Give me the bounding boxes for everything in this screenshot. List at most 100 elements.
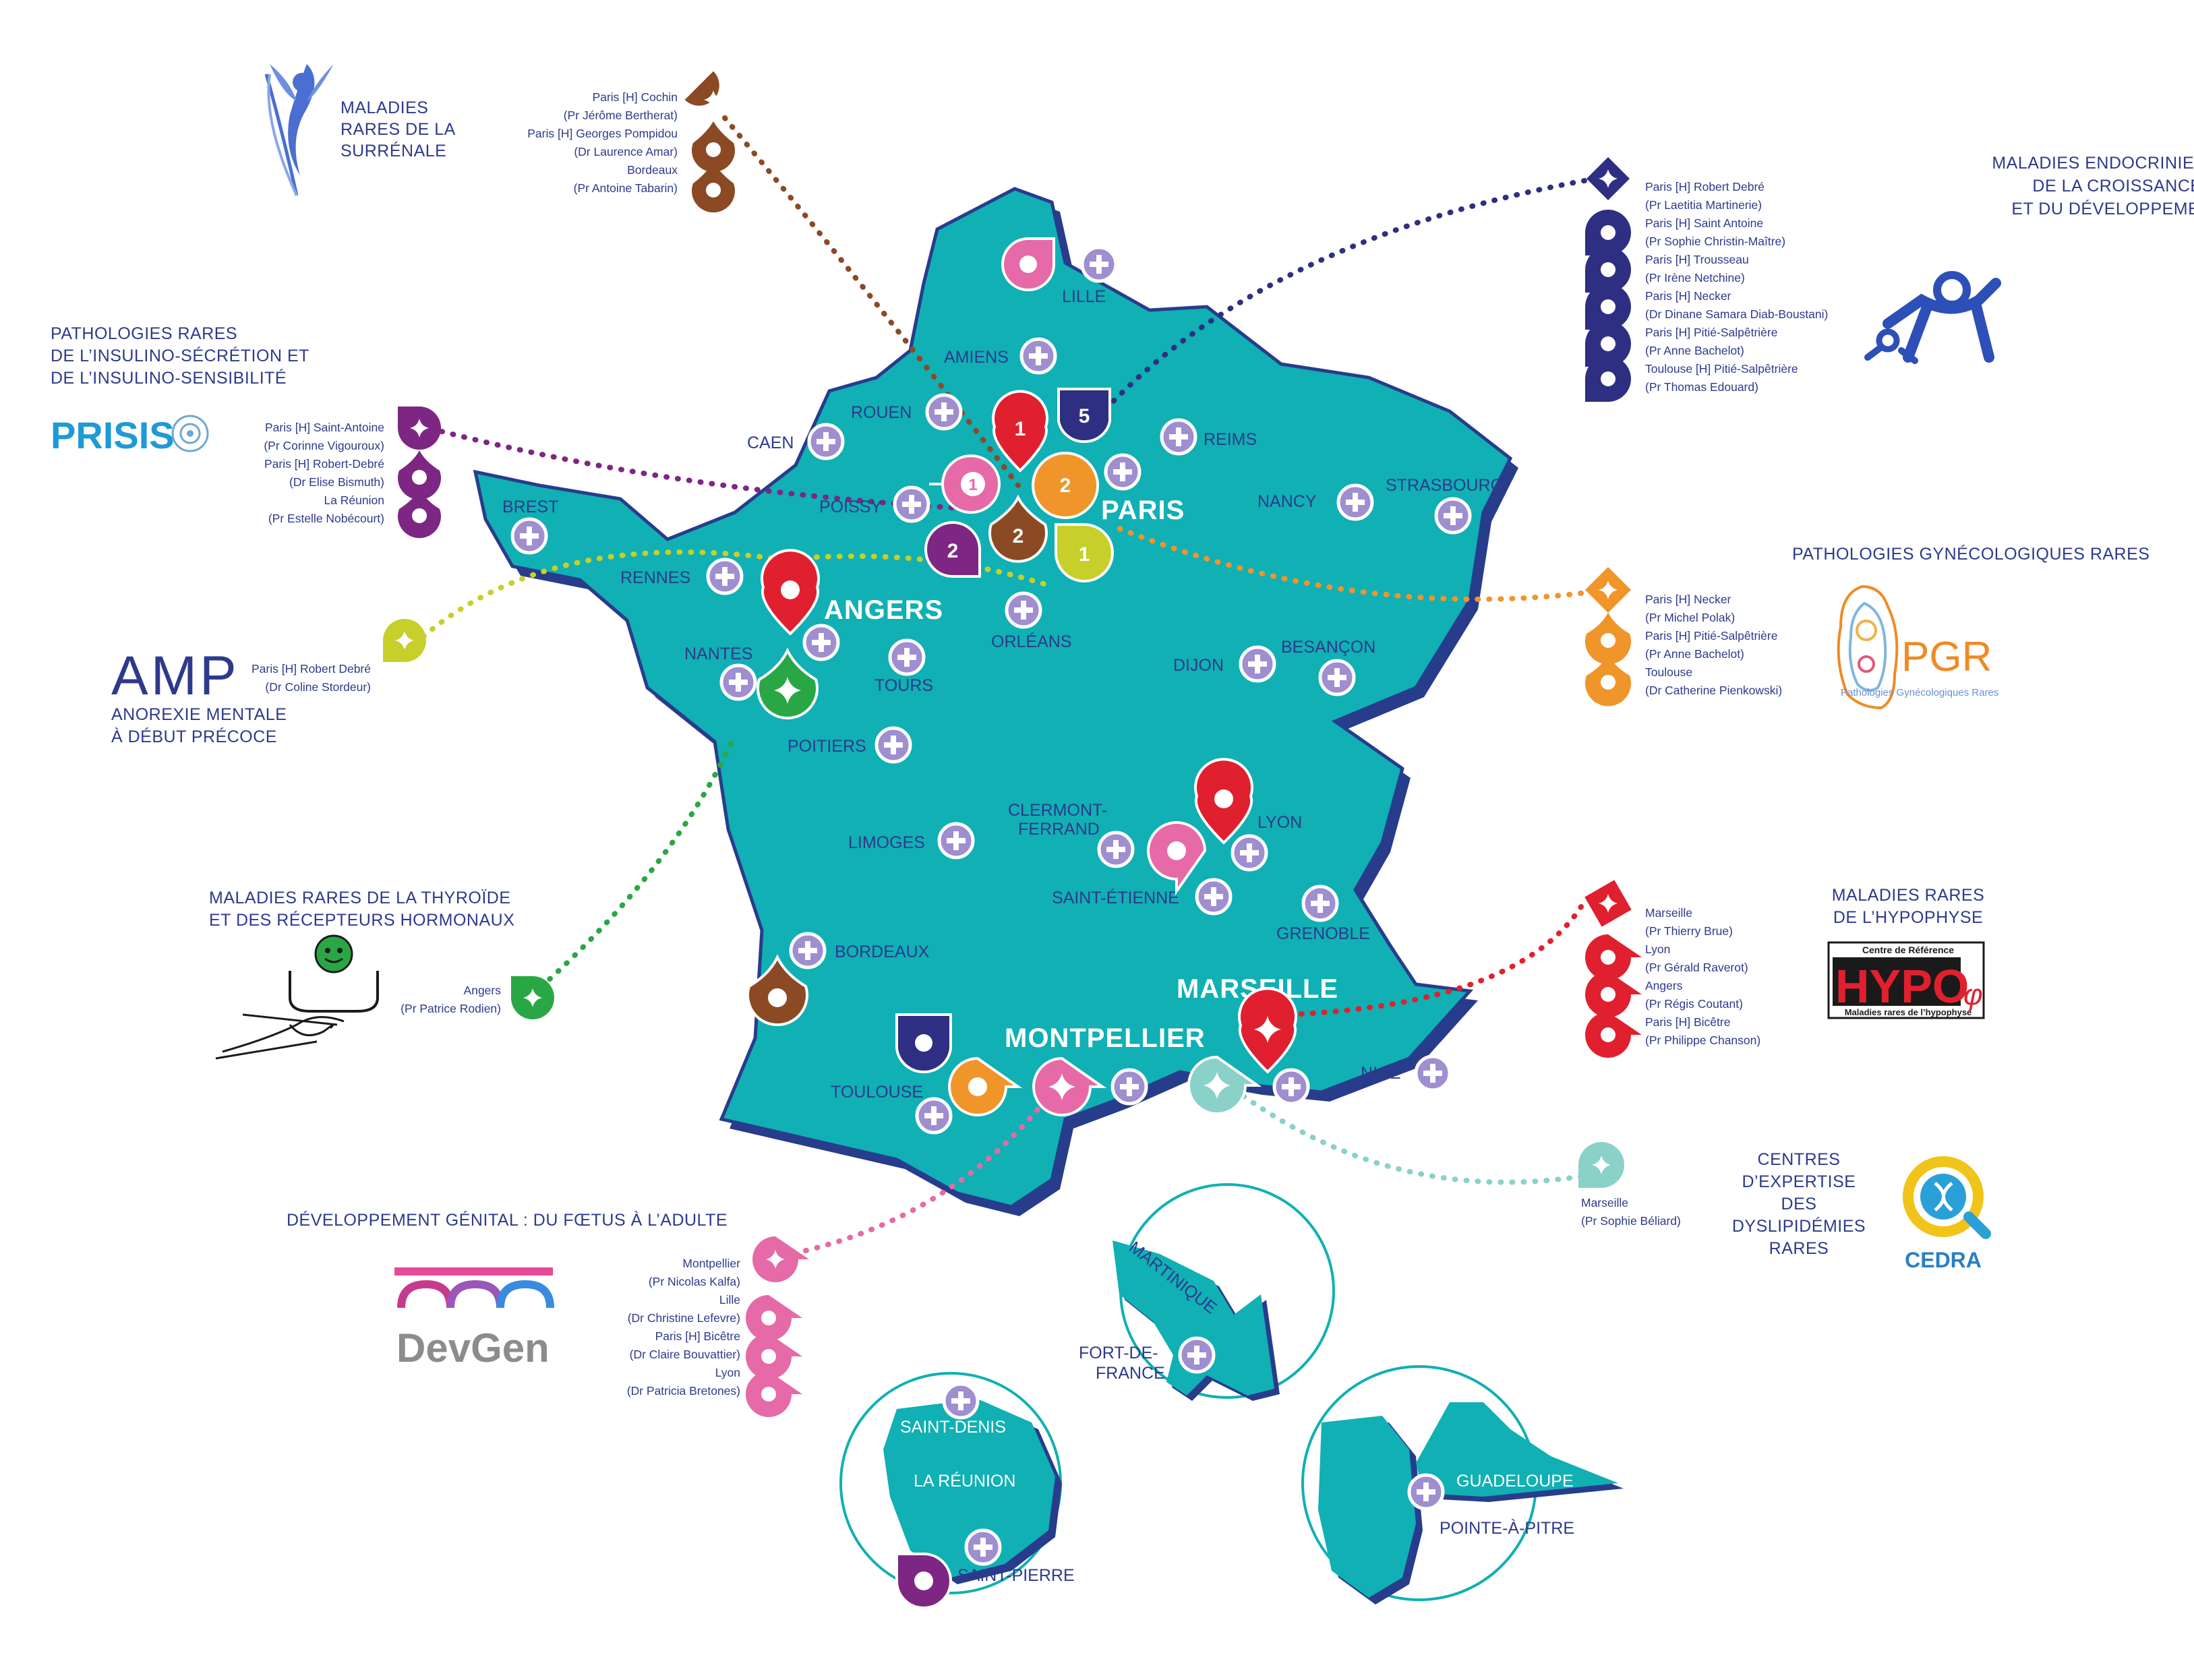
plus-icon[interactable]: [1233, 836, 1266, 870]
pin-croissance-toulouse[interactable]: [895, 1013, 952, 1074]
contact-line: Paris [H] Cochin: [593, 90, 678, 104]
plus-icon[interactable]: [1162, 420, 1195, 454]
legend-pin-croissance[interactable]: [1585, 284, 1631, 330]
plus-icon[interactable]: [1274, 1070, 1308, 1104]
city-reims: REIMS: [1204, 430, 1257, 449]
legend-pin-croissance[interactable]: [1585, 356, 1631, 402]
line-prisis: [439, 429, 977, 512]
legend-pin-hypophyse[interactable]: [1585, 1012, 1642, 1058]
label-fort-de-france-2: FRANCE: [1096, 1364, 1165, 1383]
legend-pin-prisis[interactable]: [398, 450, 441, 500]
legend-pin-surrenale[interactable]: [692, 121, 735, 173]
pin-surrenale-paris[interactable]: 2: [988, 494, 1048, 563]
legend-pin-dyslipidemie[interactable]: [1578, 1142, 1624, 1188]
legend-pin-devgen[interactable]: [746, 1333, 802, 1379]
pin-devgen-paris[interactable]: 1: [929, 454, 1001, 514]
plus-icon[interactable]: [1436, 499, 1470, 533]
plus-icon[interactable]: [890, 640, 924, 674]
plus-icon[interactable]: [804, 626, 838, 659]
pin-croissance-paris[interactable]: 5: [1057, 388, 1111, 444]
pin-dyslipidemie-marseille[interactable]: [1187, 1055, 1262, 1115]
legend-pin-croissance[interactable]: [1585, 210, 1631, 256]
pin-devgen-lyon[interactable]: [1147, 821, 1207, 896]
contact-line: Paris [H] Necker: [1645, 289, 1731, 303]
plus-icon[interactable]: [1320, 661, 1354, 694]
plus-icon[interactable]: [966, 1530, 1000, 1564]
plus-icon[interactable]: [1082, 247, 1116, 281]
plus-icon[interactable]: [927, 395, 961, 429]
city-brest: BREST: [502, 498, 558, 516]
legend-pin-surrenale[interactable]: [692, 162, 735, 213]
line-dyslipidemie: [1218, 1076, 1584, 1185]
pin-amp-paris[interactable]: 1: [1055, 523, 1115, 583]
plus-icon[interactable]: [1007, 593, 1040, 627]
pin-devgen-montpellier[interactable]: [1032, 1056, 1107, 1116]
legend-pin-devgen[interactable]: [746, 1295, 802, 1341]
pin-devgen-lille[interactable]: [1001, 237, 1055, 291]
pin-hypophyse-paris[interactable]: 1: [992, 390, 1048, 473]
plus-icon[interactable]: [1113, 1070, 1146, 1104]
plus-icon[interactable]: [1338, 485, 1372, 519]
city-grenoble: GRENOBLE: [1276, 924, 1370, 943]
legend-pin-hypophyse[interactable]: [1578, 874, 1638, 933]
label-la-reunion: LA RÉUNION: [914, 1471, 1015, 1491]
legend-pin-gyneco[interactable]: [1585, 612, 1631, 665]
plus-icon[interactable]: [1409, 1475, 1443, 1509]
contact-line: Paris [H] Georges Pompidou: [527, 127, 678, 140]
pin-prisis-paris[interactable]: 2: [924, 520, 981, 578]
plus-icon[interactable]: [1106, 455, 1139, 489]
legend-pin-thyroide[interactable]: [511, 976, 554, 1019]
plus-icon[interactable]: [1099, 833, 1133, 866]
plus-icon[interactable]: [1021, 339, 1055, 373]
plus-icon[interactable]: [1303, 887, 1337, 920]
legend-pin-prisis[interactable]: [398, 407, 441, 450]
plus-icon[interactable]: [895, 487, 928, 521]
contact-line: (Pr Jérôme Bertherat): [564, 109, 678, 122]
legend-pin-gyneco[interactable]: [1585, 567, 1631, 613]
prisis-title-1: PATHOLOGIES RARES: [51, 324, 237, 343]
contact-line: (Pr Irène Netchine): [1645, 271, 1745, 284]
pin-hypophyse-marseille[interactable]: [1238, 987, 1297, 1074]
label-fort-de-france-1: FORT-DE-: [1079, 1344, 1158, 1362]
legend-pin-croissance[interactable]: [1587, 157, 1630, 200]
city-toulouse: TOULOUSE: [831, 1083, 923, 1102]
contact-line: (Pr Antoine Tabarin): [574, 181, 678, 195]
plus-icon[interactable]: [708, 560, 742, 593]
legend-pin-prisis[interactable]: [398, 489, 441, 539]
pin-hypophyse-angers[interactable]: [761, 549, 820, 636]
plus-icon[interactable]: [939, 824, 973, 858]
legend-pin-croissance[interactable]: [1585, 321, 1631, 367]
plus-icon[interactable]: [512, 519, 546, 553]
plus-icon[interactable]: [877, 728, 910, 762]
legend-pin-hypophyse[interactable]: [1585, 971, 1642, 1017]
pin-surrenale-bordeaux[interactable]: [746, 954, 808, 1027]
legend-pin-gyneco[interactable]: [1585, 654, 1631, 707]
plus-icon[interactable]: [809, 425, 843, 458]
plus-icon[interactable]: [917, 1099, 951, 1133]
plus-icon[interactable]: [791, 934, 825, 967]
legend-pin-croissance[interactable]: [1585, 247, 1631, 293]
pin-thyroide-angers[interactable]: [757, 647, 819, 720]
plus-icon[interactable]: [1197, 880, 1231, 913]
city-lille: LILLE: [1062, 287, 1106, 306]
plus-icon[interactable]: [944, 1384, 978, 1418]
contact-line: (Pr Patrice Rodien): [401, 1002, 501, 1015]
legend-pin-amp[interactable]: [383, 619, 426, 662]
plus-icon[interactable]: [721, 665, 755, 699]
legend-pin-devgen[interactable]: [752, 1236, 809, 1282]
legend-pin-devgen[interactable]: [746, 1371, 802, 1417]
pin-gyneco-paris[interactable]: 2: [1031, 452, 1100, 519]
pin-gyneco-toulouse[interactable]: [948, 1056, 1023, 1116]
pin-hypophyse-lyon[interactable]: [1194, 758, 1253, 845]
plus-icon[interactable]: [1180, 1338, 1214, 1372]
pin-number: 5: [1079, 405, 1090, 427]
legend-pin-hypophyse[interactable]: [1585, 934, 1642, 980]
line-hypophyse: [1285, 904, 1584, 1017]
legend-pin-surrenale[interactable]: [684, 71, 728, 115]
plus-icon[interactable]: [1241, 647, 1274, 681]
dysl-title-5: RARES: [1769, 1239, 1829, 1258]
prisis-title-3: DE L’INSULINO-SENSIBILITÉ: [51, 368, 287, 388]
plus-icon[interactable]: [1416, 1056, 1450, 1090]
pin-prisis-reunion[interactable]: [895, 1553, 952, 1609]
island-martinique: MARTINIQUE FORT-DE- FRANCE: [1079, 1183, 1335, 1401]
